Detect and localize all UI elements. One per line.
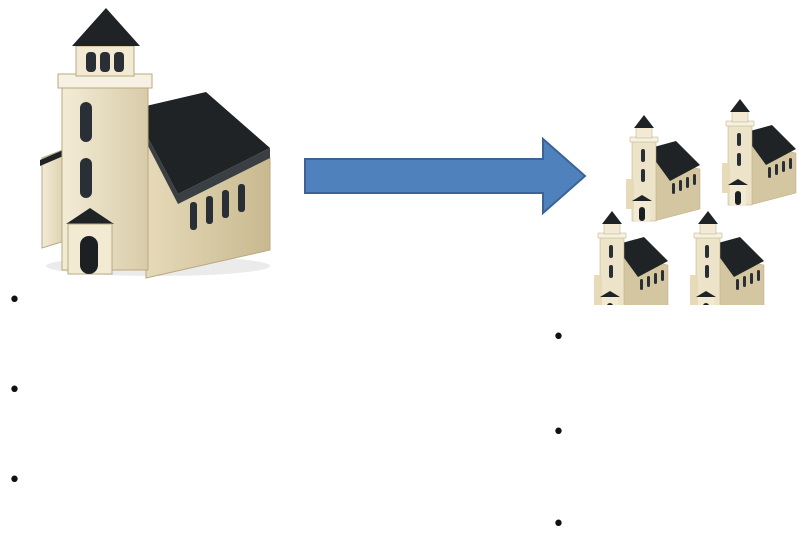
right-bullet-1: • xyxy=(552,327,577,349)
left-bullet-1: • xyxy=(8,290,33,312)
small-church-icon xyxy=(594,211,668,305)
small-church-icon xyxy=(722,99,796,205)
left-bullet-2: • xyxy=(8,380,33,402)
large-church-icon xyxy=(38,8,274,280)
left-bullet-3: • xyxy=(8,470,33,492)
right-bullet-3: • xyxy=(552,514,577,536)
small-churches-group xyxy=(590,95,806,305)
arrow-right-icon xyxy=(303,136,589,216)
small-church-icon xyxy=(690,211,764,305)
small-church-icon xyxy=(626,115,700,221)
right-bullet-2: • xyxy=(552,422,577,444)
